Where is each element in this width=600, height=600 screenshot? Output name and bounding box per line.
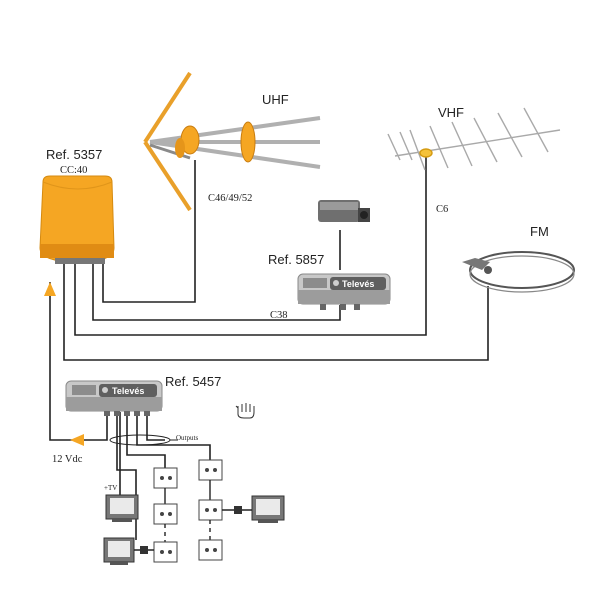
- amplifier-icon: [39, 175, 115, 264]
- tv-icon: [251, 495, 285, 523]
- fm-label: FM: [530, 224, 549, 239]
- vhf-label: VHF: [438, 105, 464, 120]
- power-supply-brand: Televés: [112, 386, 144, 396]
- vhf-cable: [74, 156, 427, 336]
- outlet-icon: [198, 499, 223, 521]
- uhf-label: UHF: [262, 92, 289, 107]
- power-arrow-up: [44, 282, 56, 296]
- outlet-icon: [153, 467, 178, 489]
- uhf-antenna-icon: [143, 71, 321, 212]
- amplifier-ref-label: Ref. 5357: [46, 147, 102, 162]
- fm-cable: [63, 262, 489, 361]
- power-supply-icon: [65, 380, 163, 416]
- outlets-column-1: [153, 467, 178, 563]
- outlet-line-4: [146, 412, 165, 441]
- power-arrow-left: [70, 434, 84, 446]
- tv-icon: [103, 537, 135, 565]
- outlet-line-2: [126, 412, 166, 470]
- outputs-label: Outputs: [176, 434, 198, 442]
- cables: [49, 156, 489, 540]
- outlet-line-3: [136, 412, 211, 460]
- modulator-brand: Televés: [342, 279, 374, 289]
- tv-cable-plug: [134, 546, 154, 554]
- modulator-ref-label: Ref. 5857: [268, 252, 324, 267]
- outlet-icon: [153, 541, 178, 563]
- tv-plus-label: +TV: [104, 484, 117, 492]
- outlets-column-2: [198, 459, 223, 561]
- modulator-icon: [297, 273, 391, 310]
- tv-icon: [105, 494, 139, 522]
- outlet-icon: [198, 539, 223, 561]
- camera-icon: [318, 200, 370, 222]
- tv-cable-plug: [222, 506, 252, 514]
- uhf-channels-label: C46/49/52: [208, 193, 252, 204]
- power-cable: [49, 282, 108, 441]
- voltage-label: 12 Vdc: [52, 454, 83, 465]
- hand-cursor-icon: [235, 403, 255, 419]
- vhf-antenna-icon: [387, 107, 561, 171]
- amplifier-cc-label: CC:40: [60, 165, 87, 176]
- outlet-icon: [198, 459, 223, 481]
- fm-antenna-icon: [462, 251, 575, 293]
- modulator-channel-label: C38: [270, 310, 288, 321]
- power-supply-ref-label: Ref. 5457: [165, 374, 221, 389]
- outlet-icon: [153, 503, 178, 525]
- vhf-channel-label: C6: [436, 204, 448, 215]
- modulator-cable: [92, 262, 341, 321]
- uhf-cable: [102, 160, 196, 303]
